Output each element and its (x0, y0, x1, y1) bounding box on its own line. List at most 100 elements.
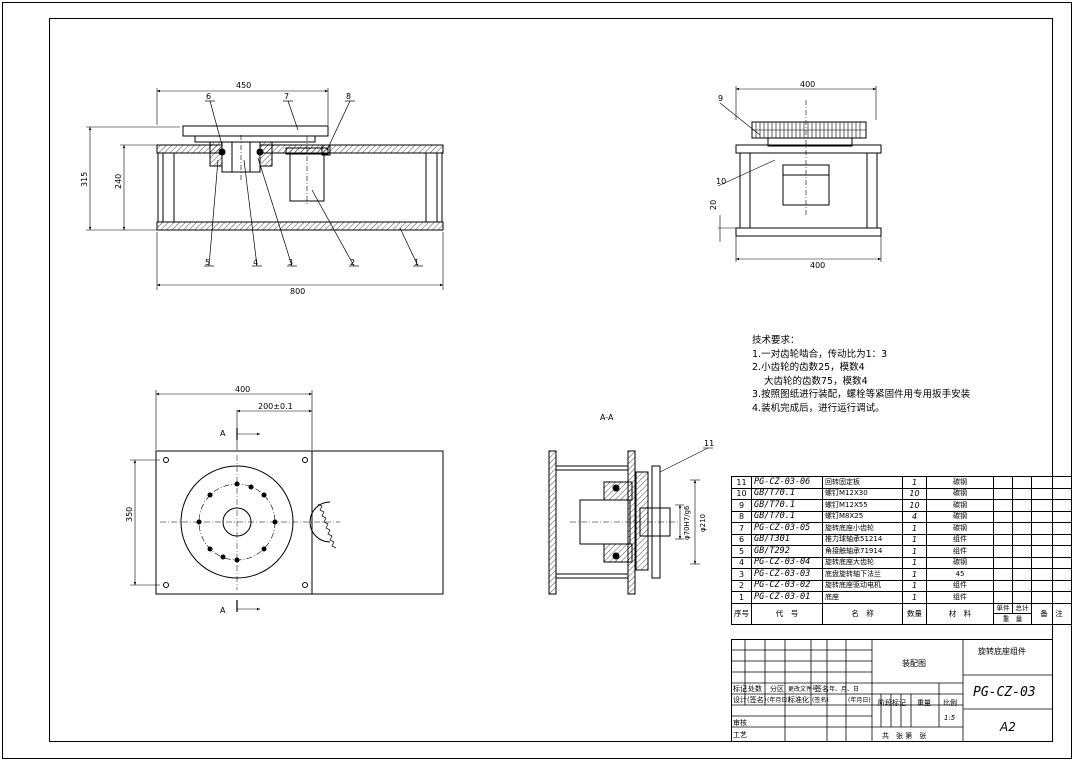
tech-item: 3.按照图纸进行装配，螺栓等紧固件用专用扳手安装 (752, 389, 971, 400)
process-label: 工艺 (733, 731, 747, 739)
review-label: 审核 (733, 719, 747, 727)
dim-plan-400: 400 (235, 385, 250, 394)
tech-item: 大齿轮的齿数75，模数4 (764, 375, 868, 387)
dim-450: 450 (236, 81, 251, 90)
bom-code: PG-CZ-03-06 (751, 476, 823, 489)
bom-name: 旋转底座驱动电机 (822, 579, 903, 592)
balloon-6: 6 (206, 92, 211, 101)
bom-total-weight (1012, 591, 1032, 604)
balloon-9: 9 (718, 94, 723, 103)
dim-plan-350: 350 (125, 507, 134, 522)
section-mark-top: A (220, 429, 226, 438)
rev-sign: 签名 (815, 685, 829, 693)
drawing-border (49, 18, 1053, 742)
bom-qty: 10 (902, 487, 927, 500)
bom-remark (1031, 476, 1072, 489)
bom-name: 推力球轴承51214 (822, 533, 903, 546)
balloon-7: 7 (284, 92, 289, 101)
bom-qty: 1 (902, 476, 927, 489)
bom-remark (1031, 533, 1072, 546)
bom-unit-weight (993, 533, 1013, 546)
balloon-10: 10 (716, 177, 726, 186)
balloon-8: 8 (346, 92, 351, 101)
bom-qty: 1 (902, 556, 927, 569)
title-block-grid (731, 639, 1053, 742)
design-date: (年月日) (767, 697, 790, 704)
dim-240: 240 (114, 174, 123, 189)
side-view-labels: 400 400 20 9 10 (709, 80, 825, 270)
bom-name: 角接触轴承71914 (822, 545, 903, 558)
bom-total-weight (1012, 579, 1032, 592)
bom-material: 组件 (926, 579, 994, 592)
bom-code: GB/T301 (751, 533, 823, 546)
bom-no: 8 (731, 510, 752, 523)
plan-view-labels: 400 200±0.1 350 A A (125, 385, 293, 615)
bom-qty: 1 (902, 522, 927, 535)
section-title: A-A (600, 413, 614, 422)
dim-315: 315 (80, 172, 89, 187)
bom-qty: 1 (902, 533, 927, 546)
bom-qty: 4 (902, 510, 927, 523)
bom-no: 3 (731, 568, 752, 581)
standard-date: (年月日) (848, 697, 871, 704)
rev-date: 年、月、日 (829, 686, 860, 693)
balloon-5: 5 (205, 258, 210, 267)
bom-total-weight (1012, 568, 1032, 581)
sheet-size: A2 (1000, 720, 1016, 734)
bom-no: 5 (731, 545, 752, 558)
bom-header: 序号 代 号 名 称 数量 材 料 单件 总计 重 量 备 注 (731, 602, 1072, 625)
balloon-2: 2 (350, 258, 355, 267)
tech-item: 1.一对齿轮啮合，传动比为1：3 (752, 348, 888, 360)
bom-unit-weight (993, 591, 1013, 604)
bom-remark (1031, 568, 1072, 581)
bom-qty: 1 (902, 591, 927, 604)
bom-total-weight (1012, 545, 1032, 558)
balloon-1: 1 (414, 258, 419, 267)
plan-view (130, 390, 444, 612)
bom-unit-weight (993, 522, 1013, 535)
bom-qty: 1 (902, 568, 927, 581)
bom-name: 回转固定板 (822, 476, 903, 489)
bom-remark (1031, 545, 1072, 558)
bom-code: PG-CZ-03-05 (751, 522, 823, 535)
bom-material: 碳钢 (926, 522, 994, 535)
technical-requirements: 技术要求： 1.一对齿轮啮合，传动比为1：3 2.小齿轮的齿数25，模数4 大齿… (752, 334, 970, 415)
bom-code: GB/T70.1 (751, 510, 823, 523)
bom-unit-weight (993, 499, 1013, 512)
stage-label: 阶段标记 (878, 699, 906, 707)
dim-bore: φ70H7/g6 (683, 505, 691, 540)
bom-name: 旋转底座大齿轮 (822, 556, 903, 569)
bom-code: PG-CZ-03-03 (751, 568, 823, 581)
dim-side-bottom: 400 (810, 261, 825, 270)
title-block: 装配图 旋转底座组件 PG-CZ-03 A2 1:5 阶段标记 重量 比例 共 … (731, 639, 1053, 742)
rev-doc: 更改文件号 (788, 686, 819, 693)
bom-material: 组件 (926, 533, 994, 546)
bom-unit-weight (993, 545, 1013, 558)
scale-value: 1:5 (944, 714, 956, 722)
bom-remark (1031, 556, 1072, 569)
bom-material: 碳钢 (926, 510, 994, 523)
bom-unit-weight (993, 510, 1013, 523)
bom-code: PG-CZ-03-04 (751, 556, 823, 569)
part-name: 旋转底座组件 (978, 647, 1026, 656)
bom-no: 7 (731, 522, 752, 535)
bom-remark (1031, 579, 1072, 592)
bom-remark (1031, 487, 1072, 500)
bom-unit-weight (993, 556, 1013, 569)
bom-total-weight (1012, 476, 1032, 489)
bom-remark (1031, 499, 1072, 512)
bom-no: 6 (731, 533, 752, 546)
front-view (86, 88, 444, 290)
bom-name: 螺钉M8X25 (822, 510, 903, 523)
bom-no: 1 (731, 591, 752, 604)
bom-unit-weight (993, 579, 1013, 592)
